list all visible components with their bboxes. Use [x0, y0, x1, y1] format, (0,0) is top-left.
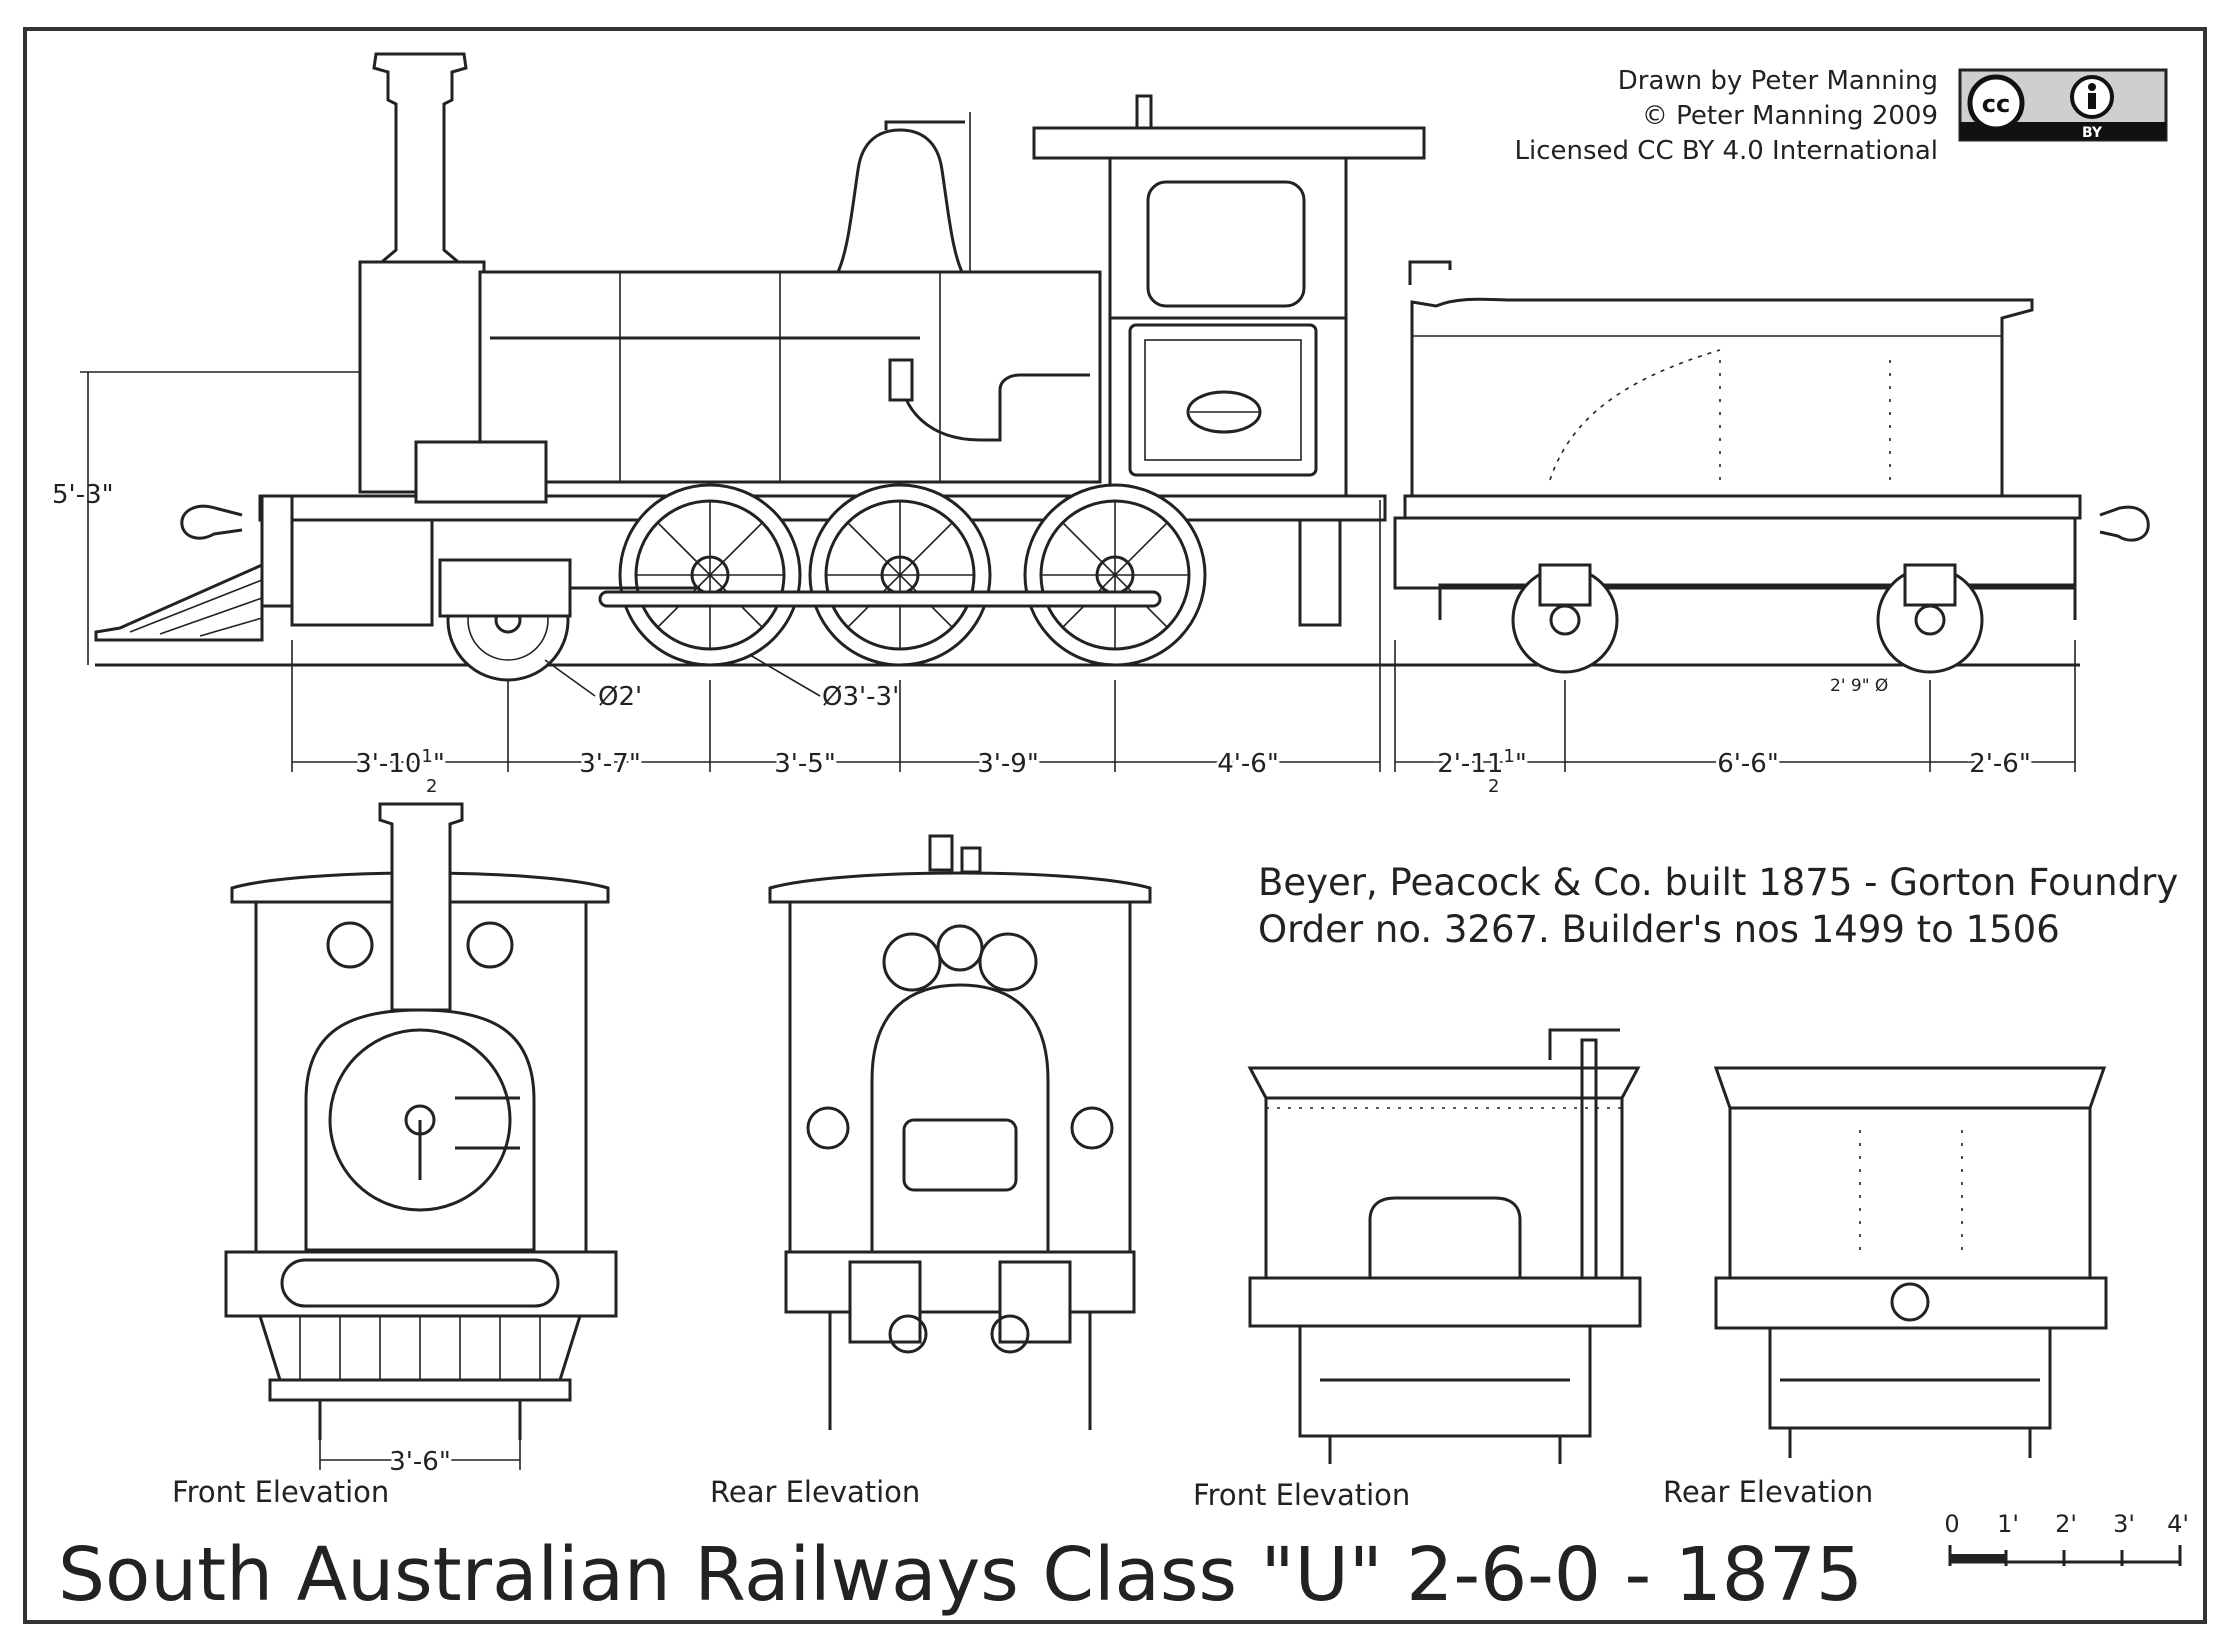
tender-front-elevation-label: Front Elevation: [1193, 1478, 1410, 1512]
svg-text:2'-111": 2'-111": [1437, 746, 1527, 779]
scale-label-0: 0: [1944, 1510, 1959, 1538]
sheet-border: [23, 27, 2207, 1624]
dim-frac-num: 1: [1503, 746, 1514, 767]
tender-rear-elevation-label: Rear Elevation: [1663, 1475, 1873, 1509]
by-label: BY: [2082, 125, 2103, 141]
tender-wheel-diameter: 2' 9" Ø: [1830, 676, 1888, 696]
loco-front-elevation: 3'-6": [224, 802, 618, 1480]
dim-frac-den: 2: [426, 776, 437, 797]
dim-whole: 3'-10: [355, 749, 421, 779]
dim-tail: ": [433, 749, 445, 779]
loco-dim-2: 3'-7": [579, 749, 641, 779]
loco-dim-4: 3'-9": [977, 749, 1039, 779]
loco-dim-1: 3'-101" 2: [352, 743, 448, 797]
gauge-dimension: 3'-6": [389, 1447, 451, 1477]
dim-whole: 2'-11: [1437, 749, 1503, 779]
dim-tail: ": [1515, 749, 1527, 779]
dim-frac-den: 2: [1488, 776, 1499, 797]
builder-note-line1: Beyer, Peacock & Co. built 1875 - Gorton…: [1258, 861, 2178, 904]
tender-dim-1: 2'-111" 2: [1434, 743, 1530, 797]
builder-note-line2: Order no. 3267. Builder's nos 1499 to 15…: [1258, 908, 2060, 951]
scale-label-1: 1': [1997, 1510, 2019, 1538]
credit-drawn-by: Drawn by Peter Manning: [1618, 66, 1938, 96]
pony-wheel-diameter: Ø2': [598, 682, 642, 712]
loco-front-elevation-label: Front Elevation: [172, 1475, 389, 1509]
driving-wheel-diameter: Ø3'-3': [822, 682, 899, 712]
dim-frac-num: 1: [421, 746, 432, 767]
cc-logo-text: cc: [1982, 90, 2010, 118]
scale-label-3: 3': [2113, 1510, 2135, 1538]
tender-front-elevation: [1247, 1028, 1642, 1464]
loco-dim-5: 4'-6": [1217, 749, 1279, 779]
side-view-locomotive: [94, 52, 2080, 682]
drawing-title: South Australian Railways Class "U" 2-6-…: [58, 1532, 1863, 1618]
side-view-tender: [1393, 260, 2150, 674]
cc-logo-icon: [1967, 74, 2025, 132]
scale-label-4: 4': [2167, 1510, 2189, 1538]
credit-license: Licensed CC BY 4.0 International: [1515, 136, 1938, 166]
scale-bar: 0 1' 2' 3' 4': [1944, 1510, 2189, 1566]
credit-copyright: © Peter Manning 2009: [1642, 101, 1938, 131]
loco-rear-elevation-label: Rear Elevation: [710, 1475, 920, 1509]
tender-dim-2: 6'-6": [1717, 749, 1779, 779]
svg-text:3'-101": 3'-101": [355, 746, 445, 779]
tender-rear-elevation: [1713, 1066, 2108, 1458]
dimension-lines: 5'-3": [52, 371, 2076, 772]
loco-rear-elevation: [768, 834, 1152, 1430]
tender-dim-3: 2'-6": [1969, 749, 2031, 779]
loco-dim-3: 3'-5": [774, 749, 836, 779]
scale-label-2: 2': [2055, 1510, 2077, 1538]
height-dimension: 5'-3": [52, 480, 114, 510]
firebox-door-icon: [902, 1118, 1018, 1192]
cc-by-badge: cc BY: [1958, 68, 2168, 142]
